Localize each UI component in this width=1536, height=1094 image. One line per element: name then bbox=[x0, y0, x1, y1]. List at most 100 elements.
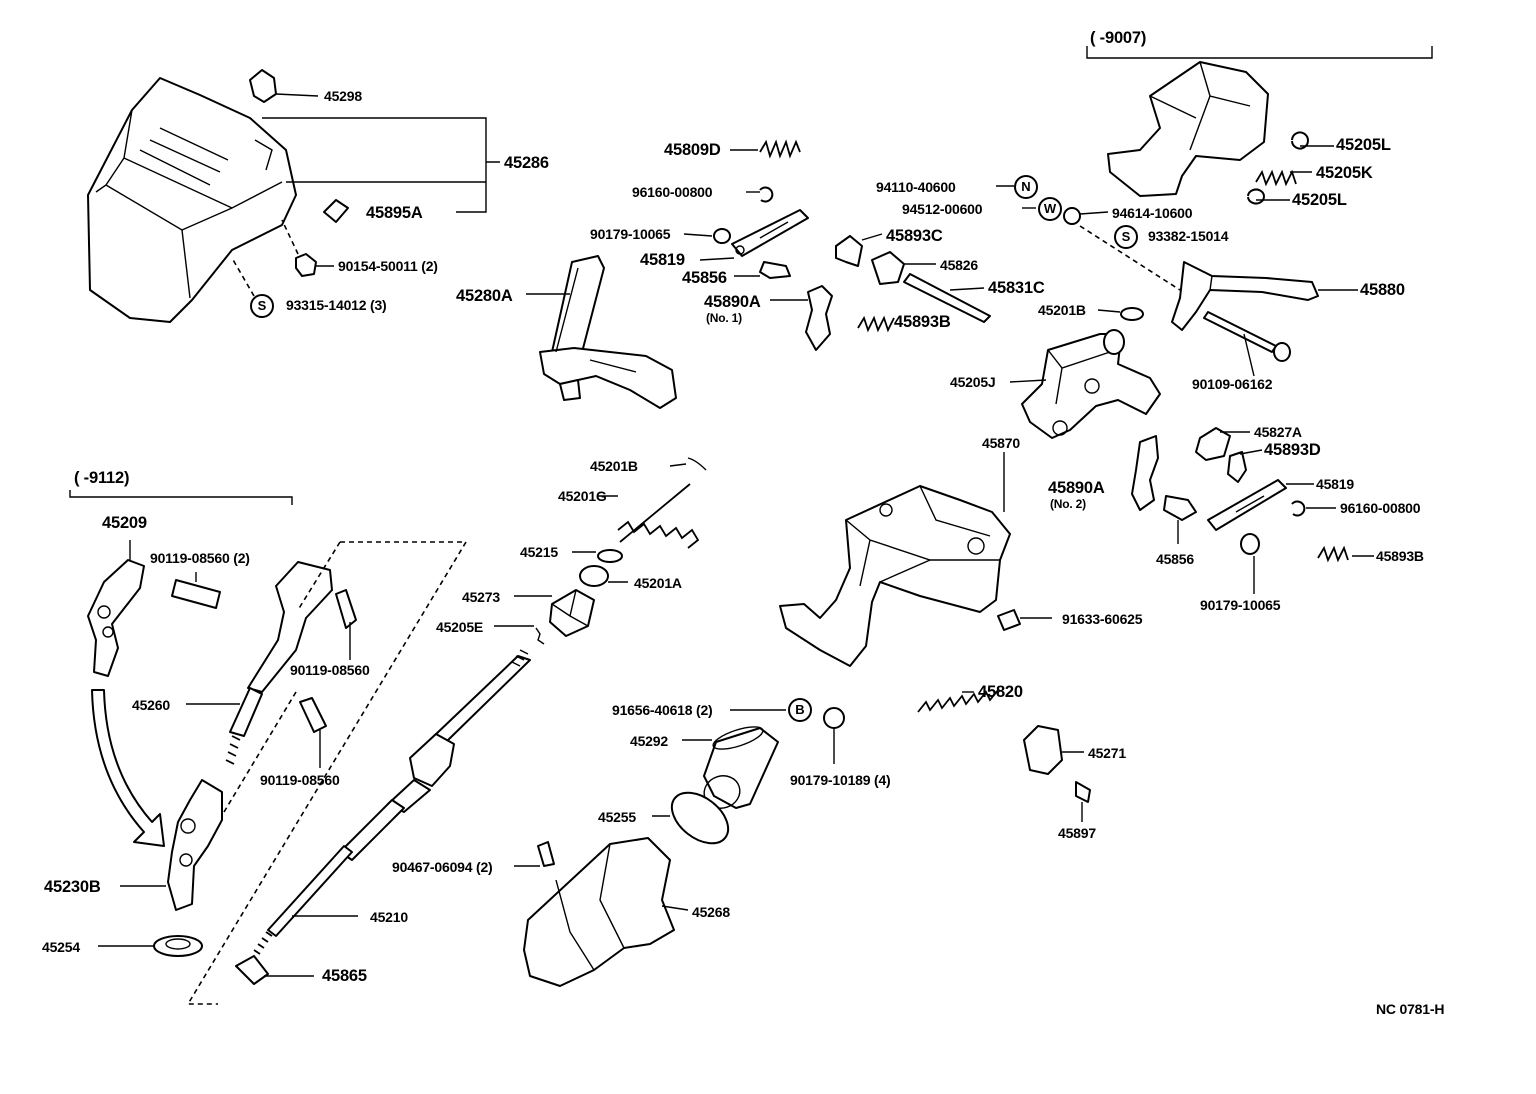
label-45819b: 45819 bbox=[1316, 476, 1354, 492]
label-91633: 91633-60625 bbox=[1062, 611, 1143, 627]
label-45890A2: 45890A bbox=[1048, 479, 1105, 497]
label-45890A1-sub: (No. 1) bbox=[706, 311, 742, 325]
ring-45255 bbox=[670, 791, 730, 845]
clip-96160b bbox=[1291, 500, 1306, 517]
leader-45201Bb bbox=[669, 463, 687, 467]
lever-45890A-no2 bbox=[1131, 435, 1159, 511]
label-93315: 93315-14012 (3) bbox=[286, 297, 387, 313]
link-45819b bbox=[1207, 479, 1287, 531]
label-90179b: 90179-10065 bbox=[1200, 597, 1281, 613]
housing-45205J bbox=[1021, 329, 1161, 439]
spring-45201G bbox=[617, 483, 700, 549]
label-45215: 45215 bbox=[520, 544, 558, 560]
ring-45201Ba bbox=[1120, 307, 1144, 321]
dash-93315 bbox=[231, 257, 255, 297]
label-45201Ba: 45201B bbox=[1038, 302, 1086, 318]
cap-45205Lb bbox=[1247, 188, 1265, 205]
label-45260: 45260 bbox=[132, 697, 170, 713]
label-94512: 94512-00600 bbox=[902, 201, 983, 217]
label-45210: 45210 bbox=[370, 909, 408, 925]
spring-45205K bbox=[1255, 169, 1297, 187]
label-45280A: 45280A bbox=[456, 287, 513, 305]
shaft-45831C bbox=[903, 273, 991, 323]
label-45209: 45209 bbox=[102, 514, 147, 532]
leader-45201Ba bbox=[1097, 309, 1121, 313]
label-90467: 90467-06094 (2) bbox=[392, 859, 493, 875]
screw-91633 bbox=[997, 609, 1021, 631]
spring-45809D bbox=[759, 139, 801, 159]
leader-45205J bbox=[1009, 379, 1047, 383]
drawing-code: NC 0781-H bbox=[1376, 1001, 1445, 1017]
label-45201A: 45201A bbox=[634, 575, 682, 591]
column-cover-lower bbox=[523, 837, 675, 987]
leader-45893D bbox=[1239, 449, 1263, 455]
arrow-replacement bbox=[91, 689, 165, 847]
label-45819a: 45819 bbox=[640, 251, 685, 269]
joint-45209 bbox=[87, 559, 145, 677]
label-45895A: 45895A bbox=[366, 204, 423, 222]
label-90179c: 90179-10189 (4) bbox=[790, 772, 891, 788]
label-45893D: 45893D bbox=[1264, 441, 1321, 459]
label-45271: 45271 bbox=[1088, 745, 1126, 761]
label-45205K: 45205K bbox=[1316, 164, 1373, 182]
screw-90154 bbox=[281, 219, 334, 277]
label-45893Ba: 45893B bbox=[894, 313, 951, 331]
screw-45897 bbox=[1075, 781, 1091, 803]
label-45856b: 45856 bbox=[1156, 551, 1194, 567]
label-45865: 45865 bbox=[322, 967, 367, 985]
nut-90179c bbox=[823, 707, 845, 729]
dashed-boundary-left bbox=[223, 541, 341, 813]
leader-45298 bbox=[275, 93, 319, 97]
label-45897: 45897 bbox=[1058, 825, 1096, 841]
label-45298: 45298 bbox=[324, 88, 362, 104]
boot-45292 bbox=[703, 726, 779, 809]
label-90154: 90154-50011 (2) bbox=[338, 258, 438, 274]
bushing-45865 bbox=[235, 955, 269, 985]
column-cover-upper bbox=[87, 77, 297, 323]
label-45827A: 45827A bbox=[1254, 424, 1302, 440]
ring-45201Bb bbox=[687, 457, 707, 471]
leader-45819a bbox=[699, 257, 735, 261]
pin-45856a bbox=[759, 261, 791, 279]
shaft-45210 bbox=[253, 649, 531, 955]
bushing-90179a bbox=[713, 228, 731, 244]
symbol-s-93315: S bbox=[250, 294, 274, 318]
plate-45827A bbox=[1195, 427, 1231, 461]
leader-90179a bbox=[683, 233, 713, 237]
label-45205La: 45205L bbox=[1336, 136, 1391, 154]
leader-45268 bbox=[661, 905, 689, 911]
symbol-b-91656: B bbox=[788, 698, 812, 722]
bushing-90179b bbox=[1240, 533, 1260, 555]
bolt-90109 bbox=[1203, 311, 1291, 377]
clip-96160a bbox=[759, 186, 774, 203]
tilt-bracket-45870 bbox=[779, 485, 1011, 667]
link-45819a bbox=[731, 209, 809, 257]
joint-45230B bbox=[167, 779, 223, 911]
label-94614: 94614-10600 bbox=[1112, 205, 1193, 221]
symbol-n-94110: N bbox=[1014, 175, 1038, 199]
clip-45298 bbox=[249, 69, 277, 103]
label-45205E: 45205E bbox=[436, 619, 484, 635]
pin-45856b bbox=[1163, 495, 1197, 521]
spring-45893Ba bbox=[857, 315, 895, 333]
lever-45890A-no1 bbox=[805, 285, 833, 351]
leader-45893C bbox=[861, 233, 883, 241]
pad-45895A bbox=[323, 199, 349, 223]
clip-90467 bbox=[537, 841, 555, 867]
label-45893Bb: 45893B bbox=[1376, 548, 1424, 564]
bracket-45280A bbox=[526, 255, 677, 409]
label-90119a: 90119-08560 (2) bbox=[150, 550, 250, 566]
bearing-45201A bbox=[579, 565, 609, 587]
label-45255: 45255 bbox=[598, 809, 636, 825]
label-90119b: 90119-08560 bbox=[290, 662, 370, 678]
label-45205J: 45205J bbox=[950, 374, 996, 390]
date-range-bracket-top bbox=[1086, 46, 1433, 59]
ring-45215 bbox=[597, 549, 623, 563]
bolt-90119a bbox=[171, 579, 221, 609]
bolt-90119c bbox=[299, 697, 327, 733]
label-45292: 45292 bbox=[630, 733, 668, 749]
cap-45205La bbox=[1291, 131, 1309, 150]
label-93382: 93382-15014 bbox=[1148, 228, 1229, 244]
bracket-45893D bbox=[1227, 451, 1247, 483]
date-range-bracket-left bbox=[69, 490, 293, 505]
